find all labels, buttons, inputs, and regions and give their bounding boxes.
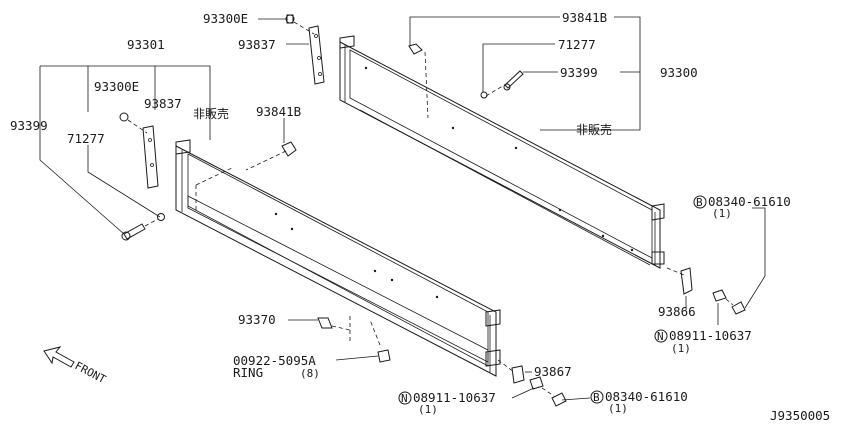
label-93399-right: 93399 <box>560 65 598 80</box>
front-label: FRONT <box>73 359 109 386</box>
leader-lines <box>39 16 766 401</box>
bolt-b-right <box>725 298 746 315</box>
label-nut-n-bottom-qty: (1) <box>418 403 438 416</box>
bolt-b-bottom <box>541 387 567 407</box>
bracket-93837-left <box>142 125 159 189</box>
hinge-93866 <box>666 267 693 295</box>
label-bolt-b-right-qty: (1) <box>712 207 732 220</box>
clip-ring <box>369 319 391 363</box>
washer-71277-right <box>480 83 507 99</box>
nut-bottom <box>529 376 544 390</box>
label-not-for-sale-left: 非販売 <box>193 106 229 121</box>
label-93837-top: 93837 <box>238 37 276 52</box>
label-93837-left: 93837 <box>144 96 182 111</box>
label-not-for-sale-right: 非販売 <box>576 122 612 137</box>
label-nut-n-right: 08911-10637 <box>669 328 752 343</box>
label-93841B-top: 93841B <box>562 10 607 25</box>
grommet-93841B-left <box>245 141 297 171</box>
badge-b-bottom <box>590 390 604 404</box>
badge-n-bottom-letter: N <box>401 392 408 405</box>
badge-b-right <box>693 195 707 209</box>
bolt-93399-left <box>121 218 159 241</box>
label-ring: RING <box>233 365 263 380</box>
bracket-93837-top <box>308 25 325 85</box>
washer-71277-left <box>157 213 165 221</box>
screw-93300E-left <box>119 112 148 134</box>
rear-gate-panel <box>339 35 665 269</box>
label-nut-n-right-qty: (1) <box>671 342 691 355</box>
label-bolt-b-bottom-qty: (1) <box>608 402 628 415</box>
badge-b-right-letter: B <box>696 196 703 209</box>
label-93300E-left: 93300E <box>94 79 139 94</box>
label-93300: 93300 <box>660 65 698 80</box>
label-ring-partno: 00922-5095A <box>233 353 316 368</box>
label-93841B-left: 93841B <box>256 104 301 119</box>
diagram-id: J9350005 <box>770 408 830 423</box>
bolt-93370 <box>317 316 351 342</box>
nut-right <box>712 289 727 302</box>
label-93300E-top: 93300E <box>203 11 248 26</box>
label-93866: 93866 <box>658 304 696 319</box>
bolt-93399-right <box>503 70 524 91</box>
label-bolt-b-right: 08340-61610 <box>708 194 791 209</box>
hinge-93867 <box>497 359 525 384</box>
label-93399-left: 93399 <box>10 118 48 133</box>
label-93867: 93867 <box>534 364 572 379</box>
label-71277-right: 71277 <box>558 37 596 52</box>
label-nut-n-bottom: 08911-10637 <box>413 390 496 405</box>
label-71277-left: 71277 <box>67 131 105 146</box>
front-direction-arrow: FRONT <box>43 346 109 386</box>
label-93370: 93370 <box>238 312 276 327</box>
front-gate-panel <box>175 139 501 377</box>
grommet-93841B-top <box>408 43 429 119</box>
badge-n-right-letter: N <box>657 330 664 343</box>
label-bolt-b-bottom: 08340-61610 <box>605 389 688 404</box>
badge-n-right <box>654 329 668 343</box>
badge-b-bottom-letter: B <box>593 391 600 404</box>
label-93301: 93301 <box>127 37 165 52</box>
badge-n-bottom <box>398 391 412 405</box>
label-ring-qty: (8) <box>300 367 320 380</box>
